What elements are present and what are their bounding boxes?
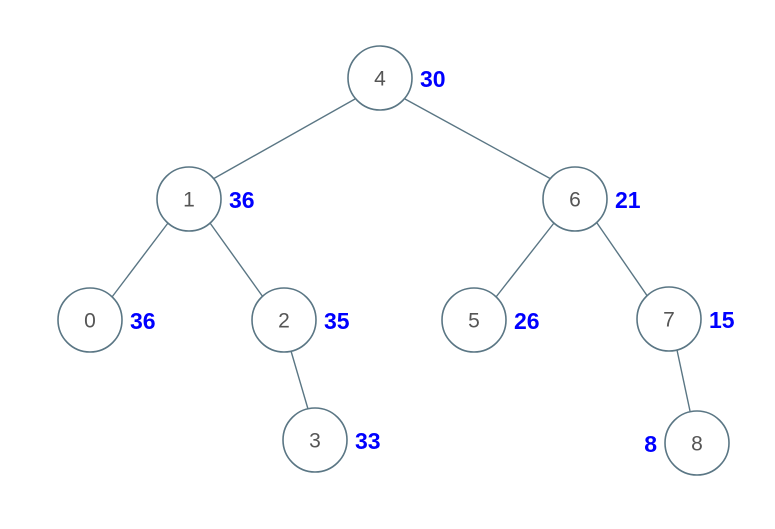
node-circle-8[interactable] — [664, 410, 730, 476]
tree-node-2[interactable]: 2 35 — [251, 287, 350, 353]
node-circle-0[interactable] — [57, 287, 123, 353]
tree-edge-n4-n6 — [404, 98, 552, 180]
node-key-label-8: 8 — [691, 433, 703, 456]
node-key-label-3: 3 — [309, 430, 321, 453]
node-key-label-4: 4 — [374, 68, 386, 91]
node-value-label-7: 15 — [709, 307, 735, 333]
node-value-label-5: 26 — [514, 308, 540, 334]
tree-edge-n2-n3 — [290, 350, 309, 410]
tree-node-0[interactable]: 0 36 — [57, 287, 156, 353]
tree-edge-n1-n0 — [111, 222, 169, 298]
node-key-label-1: 1 — [183, 189, 195, 212]
tree-node-4[interactable]: 4 30 — [347, 45, 446, 111]
node-value-label-3: 33 — [355, 428, 381, 454]
tree-edge-n4-n1 — [212, 98, 356, 180]
tree-edge-n6-n7 — [596, 222, 649, 298]
tree-node-5[interactable]: 5 26 — [441, 287, 540, 353]
node-key-label-2: 2 — [278, 310, 290, 333]
node-circle-1[interactable] — [156, 166, 222, 232]
node-value-label-0: 36 — [130, 308, 156, 334]
tree-edge-n1-n2 — [209, 222, 264, 298]
node-value-label-8: 8 — [644, 431, 657, 457]
tree-edge-n6-n5 — [495, 222, 555, 298]
node-circle-4[interactable] — [347, 45, 413, 111]
node-key-label-5: 5 — [468, 310, 480, 333]
node-circle-5[interactable] — [441, 287, 507, 353]
node-value-label-2: 35 — [324, 308, 350, 334]
node-value-label-1: 36 — [229, 187, 255, 213]
node-circle-2[interactable] — [251, 287, 317, 353]
node-key-label-6: 6 — [569, 189, 581, 212]
node-value-label-4: 30 — [420, 66, 446, 92]
node-circle-7[interactable] — [636, 286, 702, 352]
tree-node-1[interactable]: 1 36 — [156, 166, 255, 232]
tree-node-7[interactable]: 7 15 — [636, 286, 735, 352]
node-value-label-6: 21 — [615, 187, 641, 213]
node-circle-3[interactable] — [282, 407, 348, 473]
node-circle-6[interactable] — [542, 166, 608, 232]
node-key-label-7: 7 — [663, 309, 675, 332]
tree-edge-n7-n8 — [676, 349, 691, 412]
tree-node-8[interactable]: 88 — [644, 410, 730, 476]
node-key-label-0: 0 — [84, 310, 96, 333]
tree-edges-group — [111, 98, 691, 412]
tree-node-6[interactable]: 6 21 — [542, 166, 641, 232]
